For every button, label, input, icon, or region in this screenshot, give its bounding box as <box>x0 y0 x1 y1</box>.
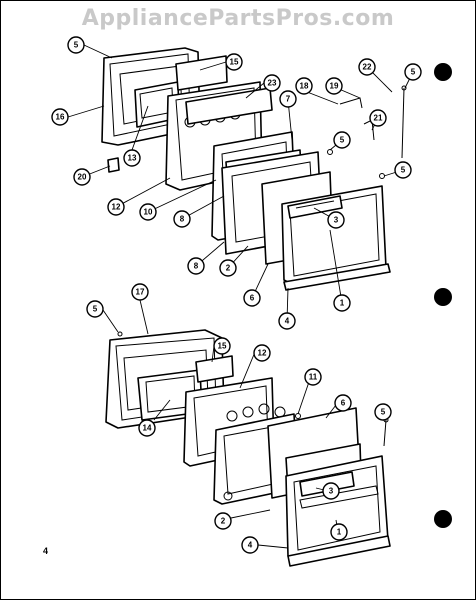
callout-top-15: 12 <box>107 198 125 216</box>
svg-text:15: 15 <box>230 58 239 67</box>
svg-text:5: 5 <box>401 166 406 175</box>
svg-text:16: 16 <box>56 113 65 122</box>
svg-text:10: 10 <box>144 208 153 217</box>
registration-dot-icon <box>434 288 452 306</box>
callout-bottom-12: 4 <box>241 536 259 554</box>
callout-top-1: 5 <box>67 36 85 54</box>
watermark: AppliancePartsPros.com <box>81 6 395 31</box>
svg-text:3: 3 <box>334 216 339 225</box>
svg-text:5: 5 <box>411 68 416 77</box>
registration-dot-icon <box>434 510 452 528</box>
svg-text:12: 12 <box>112 203 121 212</box>
callout-top-19: 8 <box>187 257 205 275</box>
svg-text:15: 15 <box>218 342 227 351</box>
callout-bottom-2: 17 <box>131 283 149 301</box>
top-door-handle <box>287 195 343 219</box>
bottom-hinge-bracket <box>195 355 234 383</box>
callout-bottom-1: 5 <box>86 300 104 318</box>
svg-text:6: 6 <box>250 294 255 303</box>
svg-text:11: 11 <box>309 373 318 382</box>
svg-text:21: 21 <box>374 114 383 123</box>
svg-text:8: 8 <box>194 262 199 271</box>
top-bottom-trim <box>283 263 391 291</box>
svg-text:20: 20 <box>78 173 87 182</box>
svg-text:5: 5 <box>74 41 79 50</box>
svg-text:2: 2 <box>226 264 231 273</box>
registration-dot-icon <box>434 63 452 81</box>
svg-text:1: 1 <box>337 528 342 537</box>
top-door-assembly <box>101 47 407 291</box>
callout-top-20: 2 <box>219 259 237 277</box>
callout-bottom-4: 12 <box>253 344 271 362</box>
callout-top-21: 6 <box>243 289 261 307</box>
svg-text:23: 23 <box>268 79 277 88</box>
svg-text:13: 13 <box>128 154 137 163</box>
callout-top-10: 5 <box>404 63 422 81</box>
svg-text:5: 5 <box>340 136 345 145</box>
svg-text:14: 14 <box>143 424 152 433</box>
callout-top-16: 10 <box>139 203 157 221</box>
svg-text:17: 17 <box>136 288 145 297</box>
callout-bottom-3: 15 <box>213 337 231 355</box>
callout-top-5: 23 <box>263 74 281 92</box>
page-number: 4 <box>43 546 49 556</box>
callout-bottom-6: 6 <box>334 394 352 412</box>
top-liner-strip <box>185 87 273 125</box>
callout-top-14: 20 <box>73 168 91 186</box>
svg-text:8: 8 <box>180 215 185 224</box>
bottom-door-assembly <box>105 329 391 567</box>
callout-top-8: 19 <box>325 77 343 95</box>
callout-bottom-10: 2 <box>214 512 232 530</box>
callout-top-23: 4 <box>278 312 296 330</box>
svg-text:19: 19 <box>330 82 339 91</box>
svg-text:4: 4 <box>285 317 290 326</box>
callout-top-17: 8 <box>173 210 191 228</box>
svg-text:18: 18 <box>300 82 309 91</box>
svg-text:12: 12 <box>258 349 267 358</box>
callout-top-7: 18 <box>295 77 313 95</box>
callout-bottom-8: 14 <box>138 419 156 437</box>
svg-text:22: 22 <box>363 63 372 72</box>
callout-top-3: 13 <box>123 149 141 167</box>
bottom-trim <box>287 535 391 567</box>
top-clip <box>107 157 120 173</box>
callout-top-4: 15 <box>225 53 243 71</box>
callout-top-9: 22 <box>358 58 376 76</box>
callout-top-2: 16 <box>51 108 69 126</box>
callout-top-6: 7 <box>279 90 297 108</box>
callout-bottom-5: 11 <box>304 368 322 386</box>
callout-top-22: 1 <box>333 294 351 312</box>
callout-bottom-11: 1 <box>330 523 348 541</box>
callout-bottom-7: 5 <box>374 403 392 421</box>
svg-text:6: 6 <box>341 399 346 408</box>
callout-top-12: 5 <box>333 131 351 149</box>
callout-top-13: 5 <box>394 161 412 179</box>
svg-text:3: 3 <box>329 487 334 496</box>
callout-top-18: 3 <box>327 211 345 229</box>
svg-text:1: 1 <box>340 299 345 308</box>
svg-text:7: 7 <box>286 95 291 104</box>
svg-text:4: 4 <box>248 541 253 550</box>
svg-text:5: 5 <box>93 305 98 314</box>
top-hinge-bracket <box>175 55 228 91</box>
callout-bottom-9: 3 <box>322 482 340 500</box>
svg-text:5: 5 <box>381 408 386 417</box>
svg-text:2: 2 <box>221 517 226 526</box>
callout-top-11: 21 <box>369 109 387 127</box>
